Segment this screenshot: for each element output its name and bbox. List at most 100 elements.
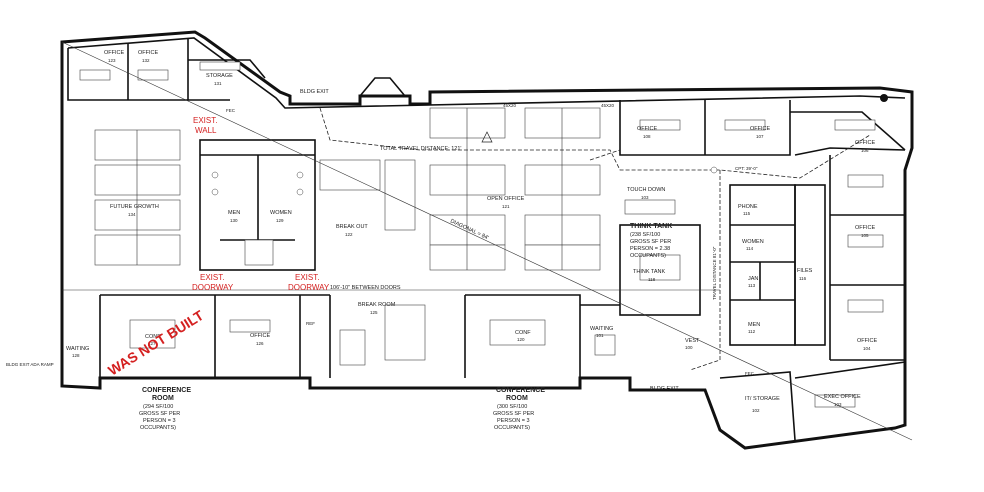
room-name-office-108: OFFICE bbox=[637, 126, 657, 132]
conf-left-line-0: CONFERENCE bbox=[142, 387, 191, 394]
room-num-it-storage: 102 bbox=[752, 408, 760, 413]
room-num-waiting-101: 101 bbox=[596, 333, 604, 338]
room-name-future-growth: FUTURE GROWTH bbox=[110, 204, 159, 210]
room-num-break-room: 125 bbox=[370, 310, 378, 315]
conf-left-line-3: GROSS SF PER bbox=[139, 411, 180, 417]
room-name-conf-120: CONF bbox=[515, 330, 531, 336]
room-name-men-112: MEN bbox=[748, 322, 760, 328]
room-name-break-out: BREAK OUT bbox=[336, 224, 368, 230]
room-name-office-123: OFFICE bbox=[104, 50, 124, 56]
room-name-office-104: OFFICE bbox=[857, 338, 877, 344]
cpt-label: CPT: 39'-0" bbox=[735, 166, 758, 171]
exist-doorway-right-line-1: DOORWAY bbox=[288, 283, 330, 292]
room-name-jan: JAN bbox=[748, 276, 758, 282]
room-name-touch-down: TOUCH DOWN bbox=[627, 187, 665, 193]
room-num-storage: 131 bbox=[214, 81, 222, 86]
room-num-office-108: 108 bbox=[643, 134, 651, 139]
conf-left-line-1: ROOM bbox=[152, 395, 174, 402]
bldg-exit-top: BLDG EXIT bbox=[300, 89, 329, 95]
room-num-open-office: 121 bbox=[502, 204, 510, 209]
entry-canopy bbox=[359, 77, 406, 97]
room-num-phone: 115 bbox=[743, 211, 751, 216]
room-num-men-112: 112 bbox=[748, 329, 756, 334]
room-name-conf-127: CONF bbox=[145, 334, 161, 340]
room-name-files: FILES bbox=[797, 268, 813, 274]
room-num-conf-120: 120 bbox=[517, 337, 525, 342]
room-num-office-105: 105 bbox=[861, 233, 869, 238]
room-name-office-105: OFFICE bbox=[855, 225, 875, 231]
room-name-open-office: OPEN OFFICE bbox=[487, 196, 525, 202]
room-name-women-114: WOMEN bbox=[742, 239, 764, 245]
conf-left-line-2: (294 SF/100 bbox=[143, 404, 173, 410]
room-num-think-tank: 118 bbox=[648, 277, 656, 282]
room-name-waiting-128: WAITING bbox=[66, 346, 89, 352]
conf-right-line-4: PERSON = 3 bbox=[497, 418, 530, 424]
conf-left-line-5: OCCUPANTS) bbox=[140, 425, 176, 431]
travel-distance-label: TRAVEL DISTANCE 81'-0" bbox=[712, 246, 717, 300]
room-name-women-129: WOMEN bbox=[270, 210, 292, 216]
room-num-office-126: 126 bbox=[256, 341, 264, 346]
conf-left-line-4: PERSON = 3 bbox=[143, 418, 176, 424]
room-name-exec-office: EXEC OFFICE bbox=[824, 394, 861, 400]
total-travel-distance: TOTAL TRAVEL DISTANCE: 121' bbox=[380, 146, 461, 152]
exist-wall-line-1: WALL bbox=[195, 126, 217, 135]
column-marker-icon bbox=[880, 94, 888, 102]
exist-doorway-right-line-0: EXIST. bbox=[295, 273, 319, 282]
think-tank-note-line-1: (238 SF/100 bbox=[630, 232, 660, 238]
right-offices bbox=[829, 155, 905, 361]
conf-right-line-3: GROSS SF PER bbox=[493, 411, 534, 417]
conf-right-line-2: (300 SF/100 bbox=[497, 404, 527, 410]
top-right-block bbox=[619, 100, 906, 156]
room-num-office-123: 123 bbox=[108, 58, 116, 63]
room-name-waiting-101: WAITING bbox=[590, 326, 613, 332]
think-tank-note-line-3: PERSON = 2.38 bbox=[630, 246, 670, 252]
travel-lines bbox=[61, 41, 913, 441]
bottom-rooms bbox=[99, 294, 620, 378]
room-name-office-107: OFFICE bbox=[750, 126, 770, 132]
room-num-men-130: 130 bbox=[230, 218, 238, 223]
conf-room-left-note: CONFERENCE ROOM (294 SF/100 GROSS SF PER… bbox=[139, 387, 191, 431]
room-num-files: 116 bbox=[799, 276, 807, 281]
room-num-women-129: 129 bbox=[276, 218, 284, 223]
room-num-women-114: 114 bbox=[746, 246, 754, 251]
dim-45x20-a: 45X20 bbox=[503, 103, 517, 108]
was-not-built-label: WAS NOT BUILT bbox=[105, 307, 207, 379]
room-num-office-104: 104 bbox=[863, 346, 871, 351]
bldg-exit-ada-label: BLDG EXIT ADA RAMP bbox=[6, 362, 54, 367]
symbols bbox=[359, 77, 888, 174]
room-name-phone: PHONE bbox=[738, 204, 758, 210]
exist-wall-line-0: EXIST. bbox=[193, 116, 217, 125]
conf-right-line-5: OCCUPANTS) bbox=[494, 425, 530, 431]
think-tank bbox=[619, 224, 701, 316]
room-name-break-room: BREAK ROOM bbox=[358, 302, 396, 308]
room-num-conf-127: 127 bbox=[148, 341, 156, 346]
room-num-office-106: 106 bbox=[861, 148, 869, 153]
room-name-office-106: OFFICE bbox=[855, 140, 875, 146]
workstations bbox=[94, 107, 676, 271]
right-core bbox=[729, 184, 826, 346]
conf-right-line-0: CONFERENCE bbox=[496, 387, 545, 394]
room-name-office-132: OFFICE bbox=[138, 50, 158, 56]
room-name-it-storage: IT/ STORAGE bbox=[745, 396, 780, 402]
conf-right-line-1: ROOM bbox=[506, 395, 528, 402]
top-left-block bbox=[67, 38, 266, 101]
restrooms-left bbox=[199, 139, 316, 271]
think-tank-note-line-2: GROSS SF PER bbox=[630, 239, 671, 245]
room-num-waiting-128: 128 bbox=[72, 353, 80, 358]
travel-marker-icon bbox=[710, 166, 718, 174]
bottom-right-rooms bbox=[719, 361, 906, 441]
room-num-office-132: 132 bbox=[142, 58, 150, 63]
exterior-walls bbox=[60, 30, 914, 450]
room-num-vest: 100 bbox=[685, 345, 693, 350]
warning-triangle-icon bbox=[481, 131, 493, 143]
room-num-jan: 113 bbox=[748, 283, 756, 288]
room-name-vest: VEST bbox=[685, 338, 700, 344]
think-tank-note: THINK TANK (238 SF/100 GROSS SF PER PERS… bbox=[630, 223, 672, 259]
room-labels: OFFICE 123 OFFICE 132 STORAGE 131 OFFICE… bbox=[66, 50, 877, 413]
dim-45x20-b: 45X20 bbox=[601, 103, 615, 108]
conf-room-right-note: CONFERENCE ROOM (300 SF/100 GROSS SF PER… bbox=[493, 387, 545, 431]
room-num-break-out: 122 bbox=[345, 232, 353, 237]
room-name-men-130: MEN bbox=[228, 210, 240, 216]
fec-bottom: FEC bbox=[745, 371, 755, 376]
